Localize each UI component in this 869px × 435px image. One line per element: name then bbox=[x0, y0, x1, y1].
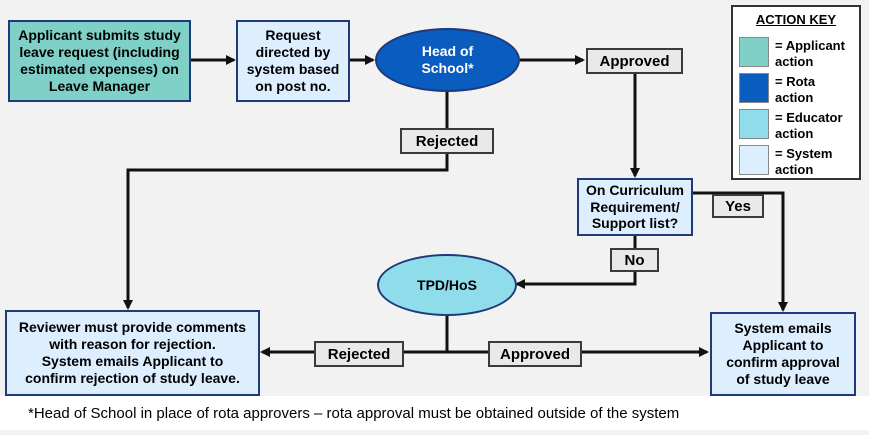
request-directed-node: Request directed by system based on post… bbox=[236, 20, 350, 102]
approved-label-bottom: Approved bbox=[488, 341, 582, 367]
action-key-title: ACTION KEY bbox=[755, 12, 837, 27]
yes-label: Yes bbox=[712, 194, 764, 218]
head-of-school-node: Head of School* bbox=[375, 28, 520, 92]
rota-swatch bbox=[739, 73, 769, 103]
applicant-swatch bbox=[739, 37, 769, 67]
footnote: *Head of School in place of rota approve… bbox=[0, 396, 869, 430]
no-label: No bbox=[610, 248, 659, 272]
rota-key-text: = Rota action bbox=[775, 74, 816, 105]
applicant-key-text: = Applicant action bbox=[775, 38, 845, 69]
system-key-text: = System action bbox=[775, 146, 833, 177]
rejected-label-top: Rejected bbox=[400, 128, 494, 154]
curriculum-check-node: On Curriculum Requirement/ Support list? bbox=[577, 178, 693, 236]
system-emails-approval-node: System emails Applicant to confirm appro… bbox=[710, 312, 856, 396]
action-key: ACTION KEY = Applicant action = Rota act… bbox=[731, 5, 861, 180]
approved-label-top: Approved bbox=[586, 48, 683, 74]
tpd-hos-node: TPD/HoS bbox=[377, 254, 517, 316]
arrow-curriculum-yes bbox=[693, 191, 788, 312]
reviewer-comments-node: Reviewer must provide comments with reas… bbox=[5, 310, 260, 396]
educator-key-text: = Educator action bbox=[775, 110, 843, 141]
educator-swatch bbox=[739, 109, 769, 139]
applicant-submit-node: Applicant submits study leave request (i… bbox=[8, 20, 191, 102]
rejected-label-bottom: Rejected bbox=[314, 341, 404, 367]
system-swatch bbox=[739, 145, 769, 175]
